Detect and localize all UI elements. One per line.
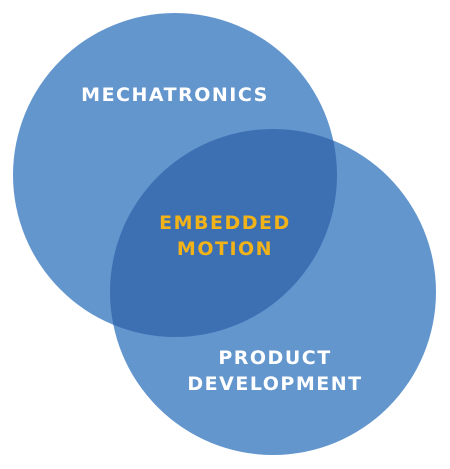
product-development-line2: DEVELOPMENT <box>187 373 363 395</box>
mechatronics-label: MECHATRONICS <box>60 82 290 108</box>
embedded-motion-line1: EMBEDDED <box>159 212 291 234</box>
mechatronics-label-text: MECHATRONICS <box>81 84 269 106</box>
circle-intersection <box>110 129 337 337</box>
product-development-line1: PRODUCT <box>218 347 332 369</box>
product-development-label: PRODUCT DEVELOPMENT <box>170 345 380 397</box>
embedded-motion-label: EMBEDDED MOTION <box>120 210 330 262</box>
embedded-motion-line2: MOTION <box>176 238 274 260</box>
